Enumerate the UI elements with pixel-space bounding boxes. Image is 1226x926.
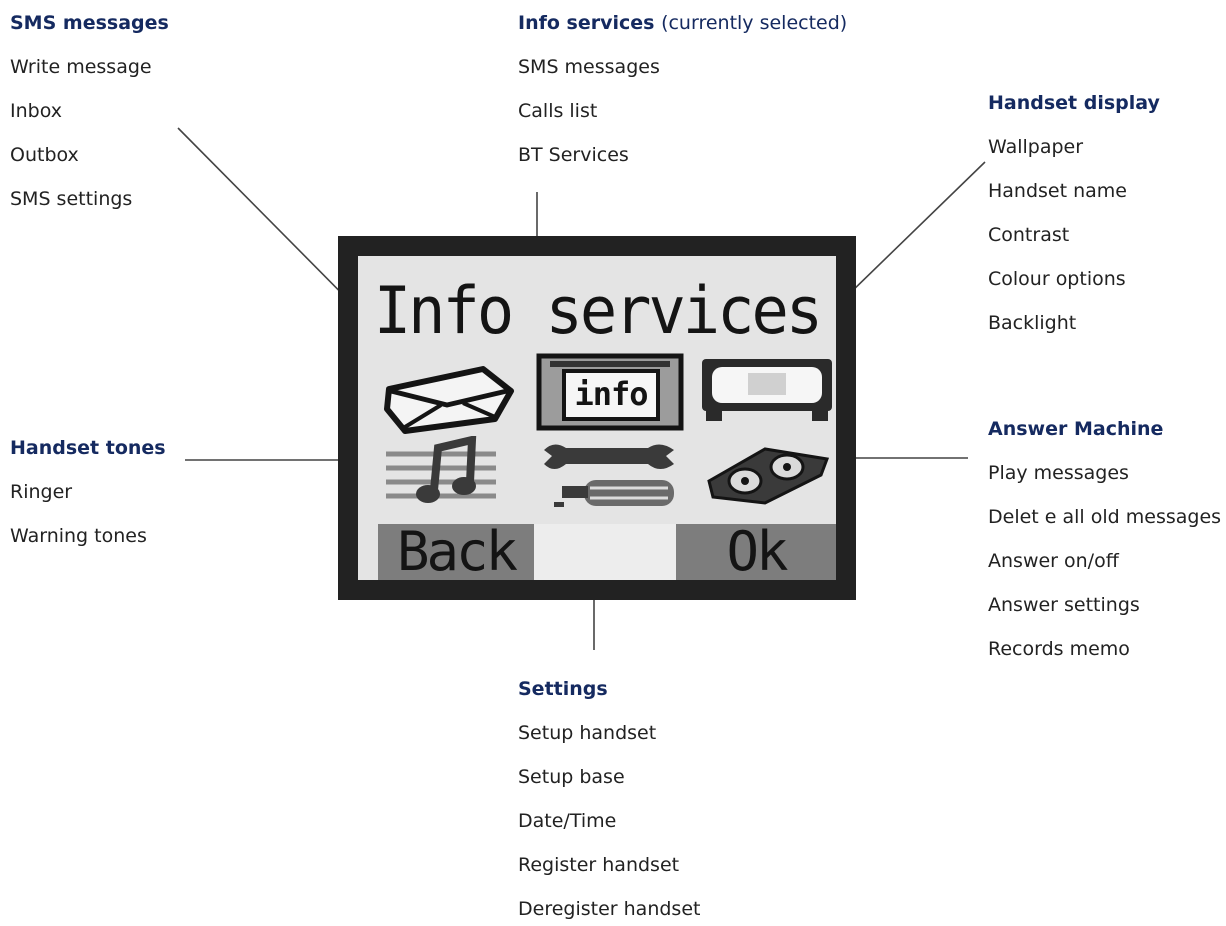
menu-items-tones: Ringer Warning tones [10,481,166,547]
menu-item: Backlight [988,312,1077,334]
menu-item: SMS messages [518,56,660,78]
ok-softkey[interactable]: Ok [676,524,836,580]
menu-item: Setup base [518,766,625,788]
menu-info-services: Info services (currently selected) SMS m… [518,12,847,166]
menu-item: Date/Time [518,810,617,832]
menu-item: Warning tones [10,525,147,547]
menu-items-display: Wallpaper Handset name Contrast Colour o… [988,136,1160,334]
menu-item: BT Services [518,144,629,166]
menu-sms-messages: SMS messages Write message Inbox Outbox … [10,12,169,210]
handset-screen: Info services info [338,236,856,600]
menu-handset-display: Handset display Wallpaper Handset name C… [988,92,1160,334]
answer-machine-icon[interactable] [703,441,833,507]
menu-item: Play messages [988,462,1129,484]
menu-item: Inbox [10,100,62,122]
menu-item: SMS settings [10,188,133,210]
menu-item: Outbox [10,144,79,166]
tools-icon[interactable] [536,436,686,518]
back-softkey[interactable]: Back [378,524,534,580]
menu-title-info-text: Info services [518,12,655,34]
menu-item: Ringer [10,481,73,503]
menu-title-display: Handset display [988,92,1160,114]
menu-settings: Settings Setup handset Setup base Date/T… [518,678,700,920]
menu-handset-tones: Handset tones Ringer Warning tones [10,437,166,547]
menu-item: Setup handset [518,722,657,744]
settings-softkey-area [534,524,676,580]
menu-item: Answer settings [988,594,1140,616]
menu-item: Handset name [988,180,1127,202]
menu-title-info: Info services (currently selected) [518,12,847,34]
menu-title-settings: Settings [518,678,608,700]
menu-items-info: SMS messages Calls list BT Services [518,56,847,166]
menu-item: Records memo [988,638,1130,660]
music-note-icon[interactable] [386,434,496,512]
menu-items-settings: Setup handset Setup base Date/Time Regis… [518,722,700,920]
menu-item: Delet e all old messages [988,506,1222,528]
screen-title: Info services [373,272,823,349]
info-services-icon[interactable]: info [536,353,684,433]
menu-item: Contrast [988,224,1070,246]
menu-title-info-note: (currently selected) [661,12,848,34]
menu-item: Calls list [518,100,598,122]
menu-item: Wallpaper [988,136,1084,158]
menu-title-sms: SMS messages [10,12,169,34]
menu-title-tones: Handset tones [10,437,166,459]
menu-items-answer: Play messages Delet e all old messages A… [988,462,1221,660]
envelope-icon[interactable] [383,361,518,436]
menu-item: Colour options [988,268,1126,290]
menu-answer-machine: Answer Machine Play messages Delet e all… [988,418,1221,660]
menu-item: Write message [10,56,152,78]
menu-item: Register handset [518,854,680,876]
handset-screen-display: Info services info [358,256,836,580]
info-icon-label: info [574,375,648,413]
menu-item: Answer on/off [988,550,1119,572]
handset-display-icon[interactable] [696,353,836,425]
menu-title-answer: Answer Machine [988,418,1164,440]
menu-item: Deregister handset [518,898,701,920]
menu-items-sms: Write message Inbox Outbox SMS settings [10,56,169,210]
